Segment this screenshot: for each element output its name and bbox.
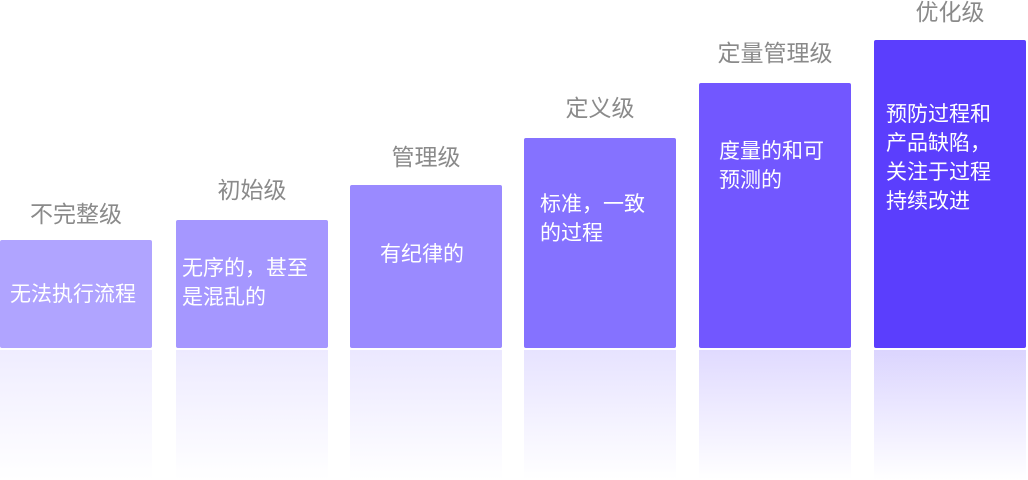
level-5-title: 定量管理级 xyxy=(717,41,833,67)
level-3-box: 有纪律的 xyxy=(350,185,502,348)
level-2-reflection xyxy=(176,350,328,480)
level-4-reflection xyxy=(524,350,676,480)
level-2: 初始级 无序的，甚至是混乱的 xyxy=(176,180,328,480)
level-1-description: 无法执行流程 xyxy=(10,282,136,306)
level-4-box: 标准，一致的过程 xyxy=(524,138,676,348)
level-6-title: 优化级 xyxy=(915,0,985,26)
level-3: 管理级 有纪律的 xyxy=(350,147,502,480)
level-1-reflection xyxy=(0,350,152,480)
level-2-description: 无序的，甚至是混乱的 xyxy=(182,256,308,309)
level-2-title: 初始级 xyxy=(217,178,287,204)
level-3-title: 管理级 xyxy=(391,145,461,171)
level-1-title: 不完整级 xyxy=(30,202,122,228)
level-6-box: 预防过程和产品缺陷，关注于过程持续改进 xyxy=(874,40,1026,348)
level-6: 优化级 预防过程和产品缺陷，关注于过程持续改进 xyxy=(874,2,1026,480)
level-5-description: 度量的和可预测的 xyxy=(719,139,824,192)
level-5-box: 度量的和可预测的 xyxy=(699,83,851,348)
level-5: 定量管理级 度量的和可预测的 xyxy=(699,43,851,480)
level-2-box: 无序的，甚至是混乱的 xyxy=(176,220,328,348)
level-4: 定义级 标准，一致的过程 xyxy=(524,98,676,480)
level-6-reflection xyxy=(874,350,1026,480)
level-3-description: 有纪律的 xyxy=(380,242,464,266)
level-1-box: 无法执行流程 xyxy=(0,240,152,348)
level-5-reflection xyxy=(699,350,851,480)
level-1: 不完整级 无法执行流程 xyxy=(0,204,152,480)
level-4-title: 定义级 xyxy=(565,96,635,122)
level-4-description: 标准，一致的过程 xyxy=(540,192,645,245)
level-6-description: 预防过程和产品缺陷，关注于过程持续改进 xyxy=(886,102,991,213)
level-3-reflection xyxy=(350,350,502,480)
